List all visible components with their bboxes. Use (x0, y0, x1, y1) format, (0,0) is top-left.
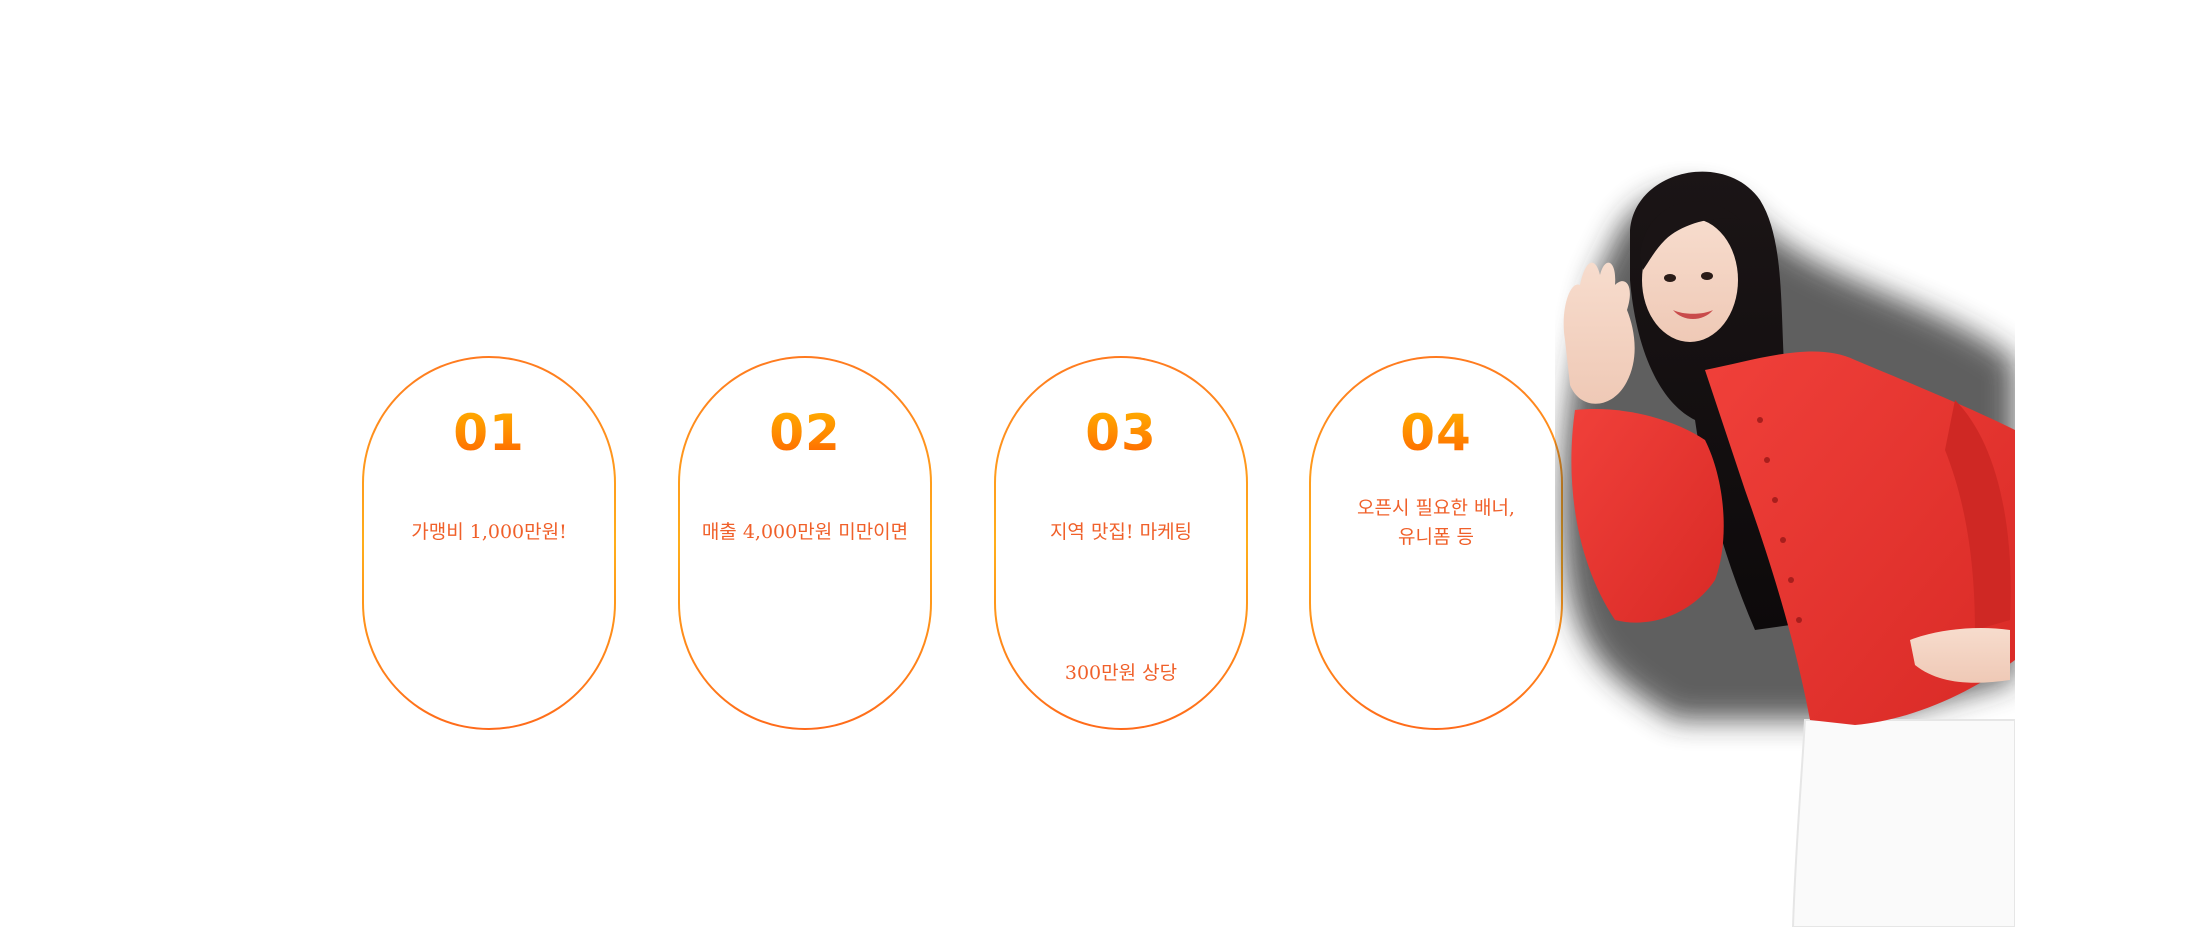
benefit-card-2: 02 매출 4,000만원 미만이면 (678, 356, 932, 730)
benefit-text-4-line-1: 오픈시 필요한 배너, (1357, 497, 1515, 519)
benefit-card-1-inner: 01 가맹비 1,000만원! (364, 358, 614, 728)
benefit-number-2: 02 (680, 404, 930, 462)
benefit-card-3: 03 지역 맛집! 마케팅 300만원 상당 (994, 356, 1248, 730)
benefit-text-3: 지역 맛집! 마케팅 (996, 518, 1246, 547)
model-pants (1791, 719, 2015, 927)
model-hand-right (1910, 628, 2010, 683)
benefit-card-2-inner: 02 매출 4,000만원 미만이면 (680, 358, 930, 728)
benefit-card-3-inner: 03 지역 맛집! 마케팅 300만원 상당 (996, 358, 1246, 728)
model-bangs (1640, 201, 1740, 270)
model-sleeve-right (1945, 400, 2011, 630)
benefit-card-4: 04 오픈시 필요한 배너, 유니폼 등 (1309, 356, 1563, 730)
benefit-subtext-3: 300만원 상당 (1064, 662, 1178, 684)
benefit-card-4-inner: 04 오픈시 필요한 배너, 유니폼 등 (1311, 358, 1561, 728)
model-cardigan-buttons (1757, 417, 1802, 623)
benefit-text-2-line-1: 매출 4,000만원 미만이면 (701, 521, 909, 543)
benefit-number-3: 03 (996, 404, 1246, 462)
benefit-card-1: 01 가맹비 1,000만원! (362, 356, 616, 730)
benefit-text-4-line-2: 유니폼 등 (1398, 526, 1474, 548)
benefit-text-1: 가맹비 1,000만원! (364, 518, 614, 547)
model-smile (1673, 310, 1713, 319)
benefit-text-2: 매출 4,000만원 미만이면 (680, 518, 930, 547)
model-photo (1562, 171, 2015, 927)
benefit-number-1: 01 (364, 404, 614, 462)
model-face (1642, 218, 1738, 342)
benefit-text-3-line-1: 지역 맛집! 마케팅 (1049, 521, 1193, 543)
model-sleeve-left (1571, 409, 1724, 623)
model-eye-right (1701, 272, 1713, 280)
benefit-text-4: 오픈시 필요한 배너, 유니폼 등 (1311, 494, 1561, 552)
benefit-text-1-line-1: 가맹비 1,000만원! (411, 521, 567, 543)
model-eye-left (1664, 274, 1676, 282)
benefit-number-4: 04 (1311, 404, 1561, 462)
model-hand-left (1563, 262, 1635, 404)
model-sweater (1705, 351, 2015, 725)
